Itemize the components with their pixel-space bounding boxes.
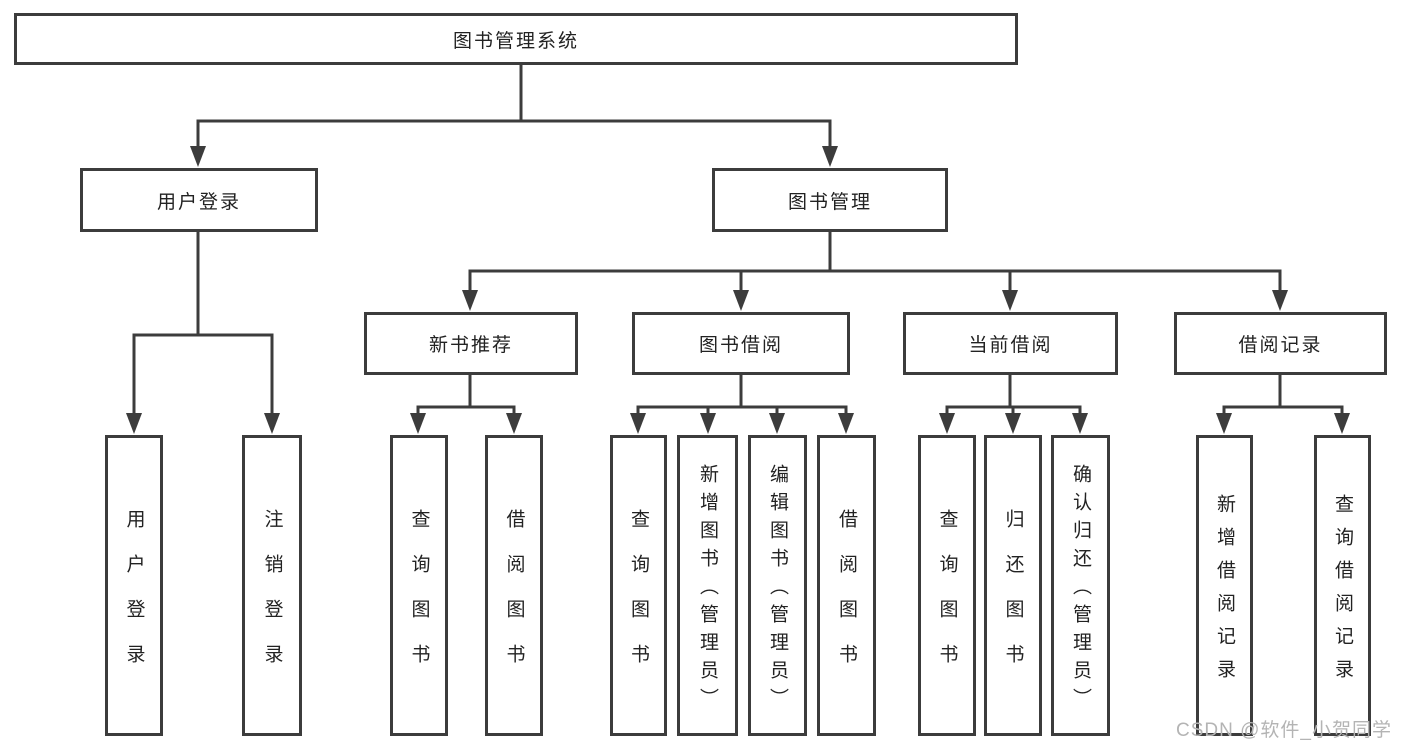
node-book-borrowing: 图书借阅 — [632, 312, 850, 375]
node-leaf-query-books-recommend: 查询图书 — [390, 435, 448, 736]
node-leaf-query-borrow-record: 查询借阅记录 — [1314, 435, 1371, 736]
node-leaf-user-login: 用户登录 — [105, 435, 163, 736]
node-label: 查询借阅记录 — [1332, 493, 1353, 692]
node-label: 注销登录 — [261, 508, 283, 689]
node-label: 新增借阅记录 — [1214, 493, 1235, 692]
node-leaf-add-book-admin: 新增图书（管理员） — [677, 435, 738, 736]
node-leaf-borrow-books-borrowing: 借阅图书 — [817, 435, 876, 736]
node-new-book-recommend: 新书推荐 — [364, 312, 578, 375]
node-label: 图书管理系统 — [452, 30, 579, 52]
node-label: 借阅记录 — [1238, 335, 1323, 356]
node-root: 图书管理系统 — [14, 13, 1018, 65]
node-borrowing-records: 借阅记录 — [1174, 312, 1387, 375]
node-book-management: 图书管理 — [712, 168, 948, 232]
arrowheads — [126, 146, 1350, 434]
node-label: 用户登录 — [123, 508, 145, 689]
node-leaf-add-borrow-record: 新增借阅记录 — [1196, 435, 1253, 736]
watermark-text: CSDN @软件_小贺同学 — [1176, 720, 1392, 741]
node-label: 图书借阅 — [698, 335, 783, 356]
node-label: 借阅图书 — [503, 508, 525, 689]
node-user-login: 用户登录 — [80, 168, 318, 232]
node-leaf-edit-book-admin: 编辑图书（管理员） — [748, 435, 807, 736]
node-leaf-logout: 注销登录 — [242, 435, 302, 736]
node-leaf-confirm-return-admin: 确认归还（管理员） — [1051, 435, 1110, 736]
node-label: 编辑图书（管理员） — [767, 464, 788, 716]
node-leaf-borrow-books-recommend: 借阅图书 — [485, 435, 543, 736]
node-label: 图书管理 — [787, 191, 872, 213]
node-leaf-query-books-current: 查询图书 — [918, 435, 976, 736]
node-leaf-return-book: 归还图书 — [984, 435, 1042, 736]
node-label: 借阅图书 — [836, 508, 857, 689]
node-label: 归还图书 — [1002, 508, 1024, 689]
node-label: 当前借阅 — [968, 335, 1053, 356]
connector-paths — [132, 64, 1344, 418]
node-current-borrowing: 当前借阅 — [903, 312, 1118, 375]
node-leaf-query-books-borrowing: 查询图书 — [610, 435, 667, 736]
node-label: 查询图书 — [408, 508, 430, 689]
node-label: 查询图书 — [936, 508, 958, 689]
node-label: 确认归还（管理员） — [1070, 464, 1091, 716]
node-label: 用户登录 — [156, 191, 241, 213]
node-label: 新增图书（管理员） — [697, 464, 718, 716]
node-label: 查询图书 — [628, 508, 649, 689]
node-label: 新书推荐 — [428, 335, 513, 356]
